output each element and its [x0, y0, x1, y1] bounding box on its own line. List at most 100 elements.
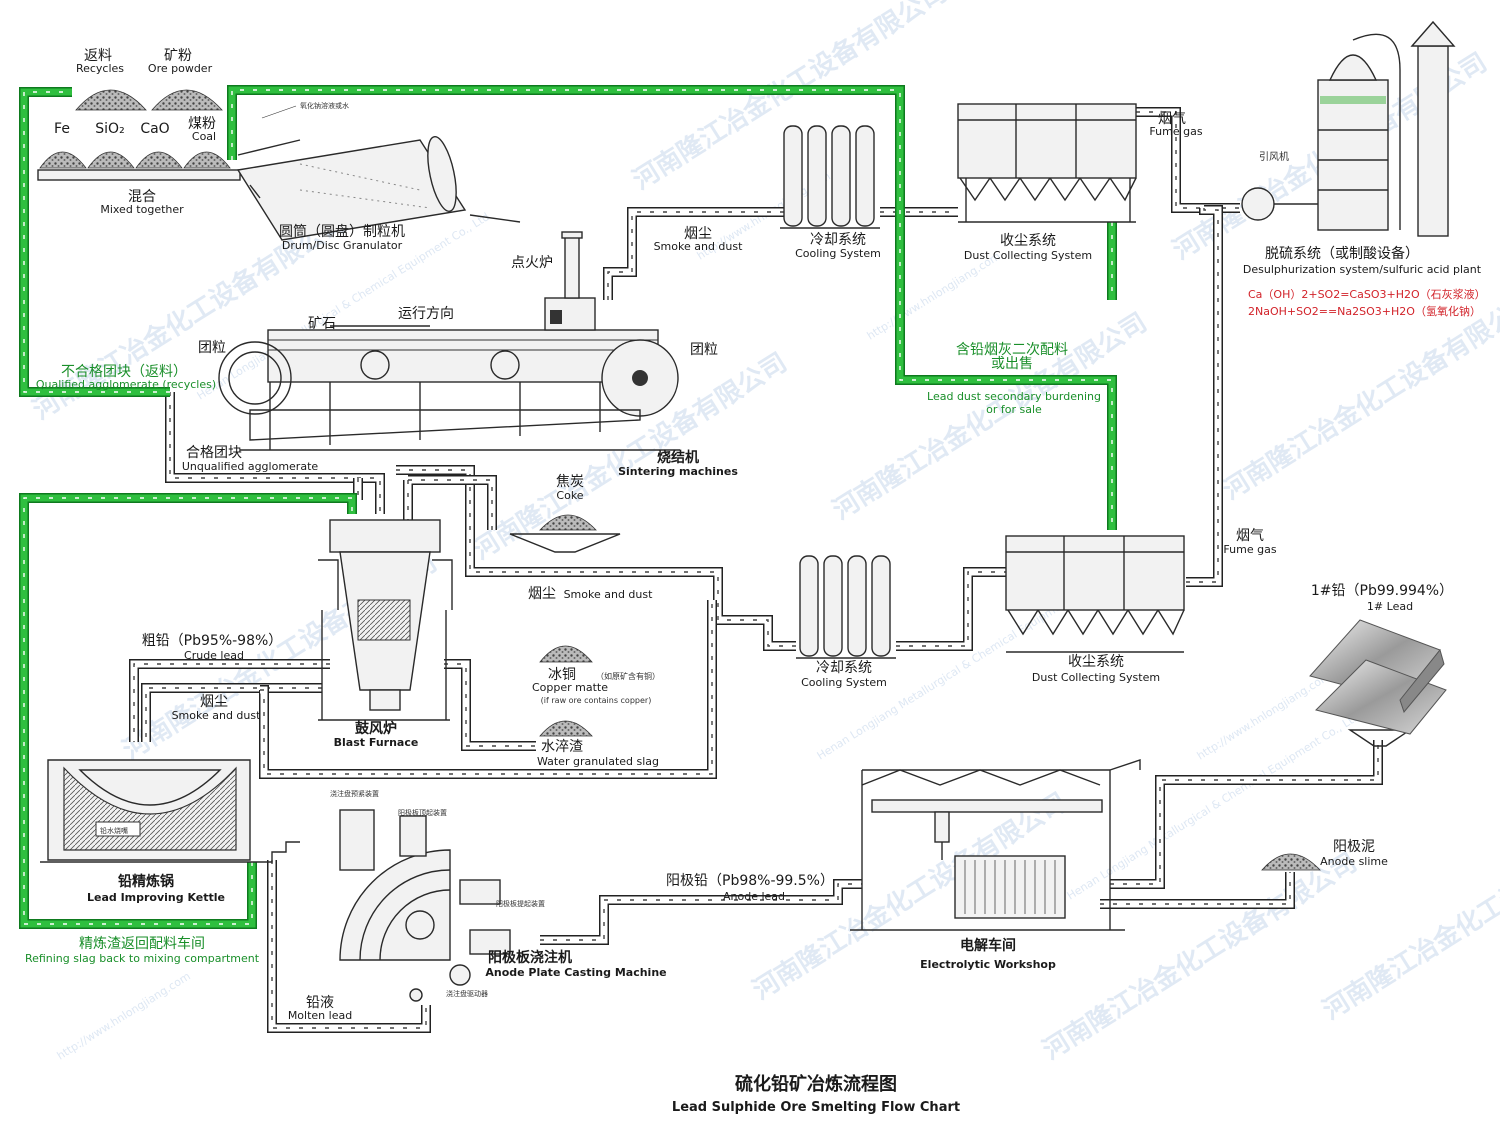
molten-label-cn: 铅液 [306, 995, 334, 1011]
caster-note-3: 阳极板提起装置 [496, 899, 545, 908]
watermark-url: http://www.hnlongjiang.com [865, 250, 1003, 343]
lead-improving-kettle: 铅水烧嘴 [40, 759, 300, 863]
electrolytic-workshop [850, 759, 1141, 931]
cool2-to-dust2-pipe [896, 567, 1006, 651]
slag-pile [539, 720, 593, 737]
page-title-en: Lead Sulphide Ore Smelting Flow Chart [672, 1100, 960, 1115]
recycles-pile [75, 89, 147, 111]
fan-label: 引风机 [1259, 150, 1289, 163]
coke-label-cn: 焦炭 [556, 474, 584, 490]
fume2-down-flow-dashes [1186, 208, 1219, 583]
caster-note-1: 浇注盘预紧装置 [330, 789, 379, 798]
refining-loop-pipe-fill [20, 494, 356, 928]
lead-ingots [1309, 619, 1447, 735]
dust2-label-en: Dust Collecting System [1032, 671, 1160, 684]
kettle-inner-label: 铅水烧嘴 [100, 826, 128, 835]
ore-powder-label-cn: 矿粉 [164, 48, 192, 64]
cooling2-label-cn: 冷却系统 [816, 660, 872, 676]
mixing-conveyor [37, 169, 241, 181]
caster-to-electro-pipe-fill [540, 880, 862, 944]
blast-furnace-label-cn: 鼓风炉 [355, 720, 397, 737]
blast-furnace-label-en: Blast Furnace [334, 736, 419, 749]
smoke2-label-en: Smoke and dust [564, 588, 654, 601]
anode-lead-label-cn: 阳极铅（Pb98%-99.5%） [666, 873, 834, 889]
recycles-label-cn: 返料 [84, 48, 112, 64]
bf-to-slag-pipe [444, 659, 536, 751]
coke-feed-flow-dashes [407, 479, 493, 530]
lead-dust-label-en1: Lead dust secondary burdening [927, 390, 1101, 403]
kettle-label-en: Lead Improving Kettle [87, 891, 225, 904]
cooling-system-2 [796, 555, 896, 659]
unqualified-recycle-label-cn: 不合格团块（返料） [61, 364, 187, 380]
electro-to-slime-flow-dashes [1100, 872, 1291, 905]
granulator-label-cn: 圆筒（圆盘）制粒机 [279, 223, 405, 240]
ore-powder-pile [151, 89, 223, 111]
main-left-to-sinter-flow-dashes [169, 392, 381, 514]
page-title-cn: 硫化铅矿冶炼流程图 [735, 1073, 897, 1095]
crude-lead-label-en: Crude lead [184, 649, 244, 662]
smoke2-label-cn: 烟尘 [528, 586, 556, 602]
sintering-machine [218, 231, 680, 451]
cool2-to-dust2-flow-dashes [896, 571, 1006, 647]
sinter-smoke-up-flow-dashes [607, 211, 785, 300]
dust2-label-cn: 收尘系统 [1068, 654, 1124, 670]
fe-label: Fe [54, 121, 70, 137]
crude-lead-label-cn: 粗铅（Pb95%-98%） [142, 633, 283, 649]
water-note: 氧化钠溶液或水 [300, 101, 349, 110]
cooling1-label-cn: 冷却系统 [810, 232, 866, 248]
caster-to-electro-flow-dashes [540, 883, 862, 941]
fume2-label-cn: 烟气 [1236, 528, 1264, 544]
sio2-label: SiO₂ [95, 121, 124, 137]
matte-label-en: Copper matte [532, 681, 608, 694]
bf-top-loop-pipe-fill [396, 466, 796, 650]
sintering-label-en: Sintering machines [618, 465, 738, 478]
electro-label-cn: 电解车间 [960, 937, 1016, 954]
sio2-pile [87, 151, 135, 169]
caster-label-en: Anode Plate Casting Machine [485, 966, 666, 979]
slag-label-en: Water granulated slag [537, 755, 659, 768]
smoke1-label-cn: 烟尘 [684, 226, 712, 242]
qualified-label-en: Unqualified agglomerate [182, 460, 319, 473]
fume1-label-en: Fume gas [1149, 125, 1202, 138]
molten-label-en: Molten lead [288, 1009, 352, 1022]
dust-collector-1 [957, 103, 1137, 223]
green-top-loop-flow-dashes [231, 89, 1113, 530]
granulator-label-en: Drum/Disc Granulator [282, 239, 403, 252]
cool2-to-dust2-pipe-fill [896, 568, 1006, 650]
fume2-down-pipe [1186, 205, 1223, 587]
bf-bottom-loop-flow-dashes [260, 600, 713, 775]
cao-pile [135, 151, 183, 169]
watermark-url: http://www.hnlongjiang.com [55, 970, 193, 1063]
matte-note-en: (if raw ore contains copper) [541, 696, 652, 705]
lead-dust-label-cn2: 或出售 [991, 356, 1033, 372]
dust-collector-2 [1005, 535, 1185, 653]
equation-1: Ca（OH）2+SO2=CaSO3+H2O（石灰浆液） [1248, 287, 1486, 301]
sintering-label-cn: 烧结机 [657, 449, 699, 466]
direction-label: 运行方向 [398, 306, 454, 322]
refining-label-en: Refining slag back to mixing compartment [25, 952, 260, 965]
slime-label-en: Anode slime [1320, 855, 1388, 868]
flow-pipes [19, 85, 1383, 1033]
smoke3-label-cn: 烟尘 [200, 694, 228, 710]
caster-note-2: 阳极板顶起装置 [398, 808, 447, 817]
slag-label-cn: 水淬渣 [541, 739, 583, 755]
desulphurization-tower [1241, 20, 1456, 237]
recycles-loop-flow-dashes [23, 91, 170, 393]
unqualified-recycle-label-en: Qualified agglomerate (recycles) [36, 378, 216, 391]
cooling-system-1 [780, 125, 880, 229]
desulf-label-cn: 脱硫系统（或制酸设备） [1265, 245, 1419, 262]
fume2-label-en: Fume gas [1223, 543, 1276, 556]
matte-note-cn: （如原矿含有铜） [596, 671, 660, 681]
cao-label: CaO [140, 121, 169, 137]
labels-layer: 返料 Recycles 矿粉 Ore powder Fe SiO₂ CaO 煤粉… [25, 48, 1486, 1115]
caster-note-4: 浇注盘驱动器 [446, 989, 488, 998]
coal-label-en: Coal [192, 130, 216, 143]
smoke3-label-en: Smoke and dust [172, 709, 262, 722]
fe-pile [39, 151, 87, 169]
lead1-label-cn: 1#铅（Pb99.994%） [1311, 583, 1453, 599]
electro-label-en: Electrolytic Workshop [920, 958, 1056, 971]
kettle-to-caster-pipe-fill [268, 860, 430, 1032]
watermark-text: 河南隆江冶金化工设备有限公司 [1217, 287, 1500, 506]
coke-label-en: Coke [556, 489, 583, 502]
